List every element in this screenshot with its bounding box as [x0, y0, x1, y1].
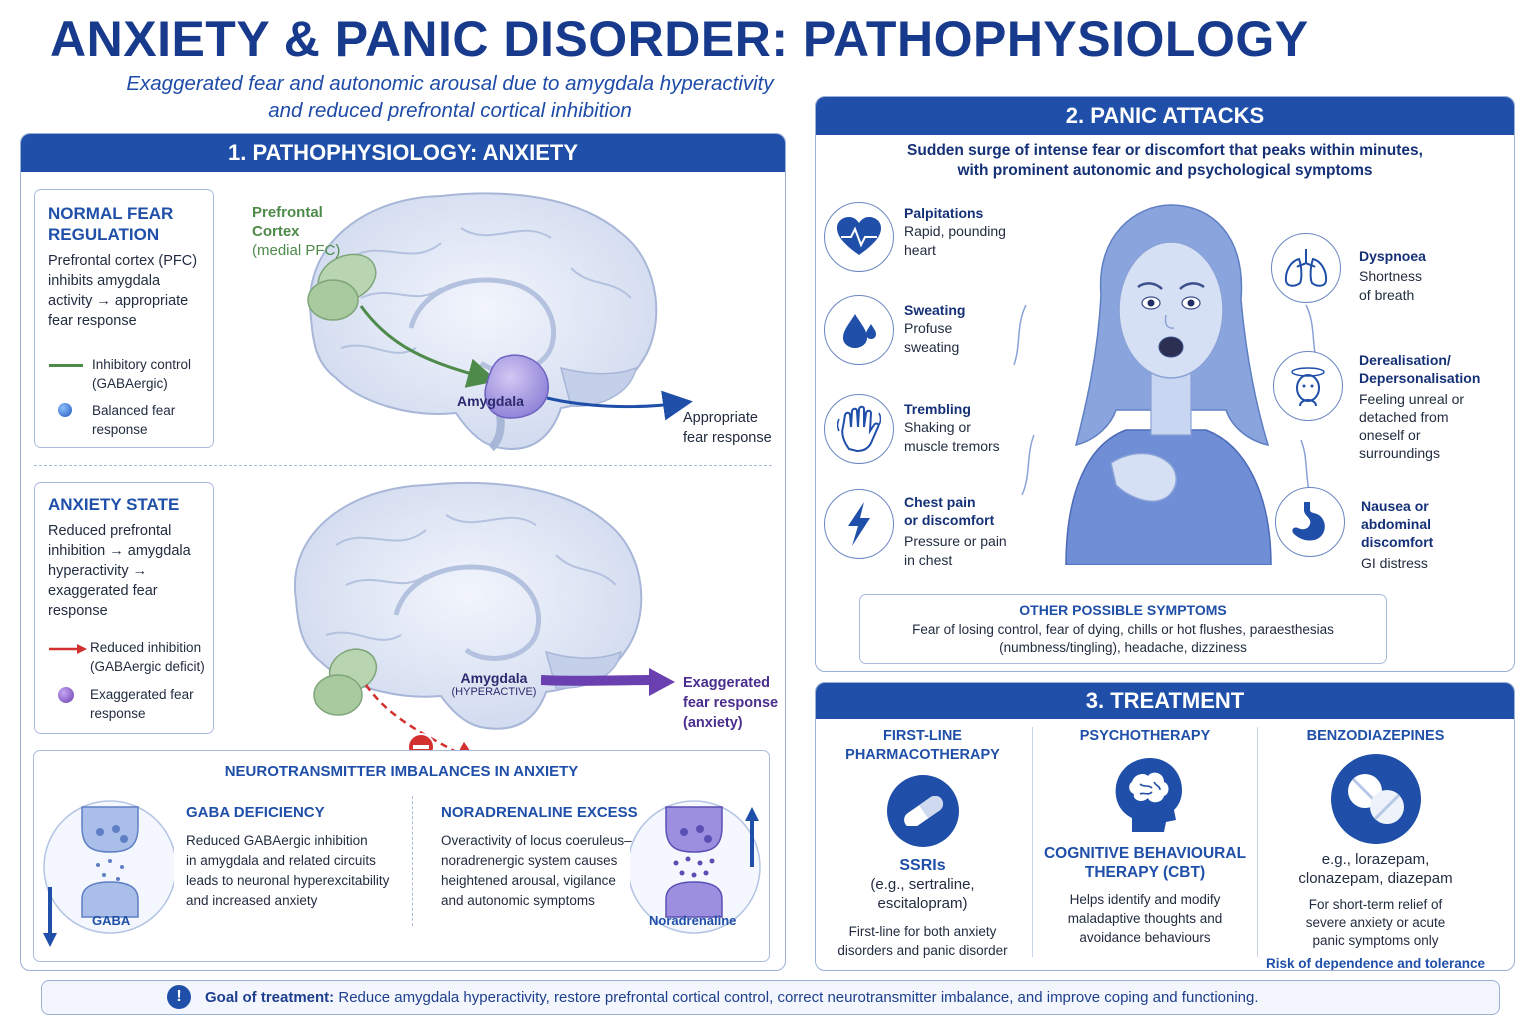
anxiety-state-title: ANXIETY STATE — [48, 495, 180, 514]
brain-1-shape — [308, 192, 658, 452]
panic-intro: Sudden surge of intense fear or discomfo… — [907, 142, 1423, 179]
head-brain-icon — [1102, 752, 1188, 838]
inhibitory-arrow — [359, 305, 498, 388]
exaggerated-output-arrow — [541, 668, 675, 696]
reduced-inhibition-arrow — [364, 684, 480, 750]
head-dizzy-icon — [1273, 351, 1343, 421]
normal-brain-diagram — [307, 192, 693, 452]
pfc-shape-2 — [313, 648, 378, 716]
output-arrow-1 — [546, 390, 693, 421]
reduced-inhibition-arrow-icon — [49, 644, 87, 654]
droplet-icon — [824, 295, 894, 365]
exaggerated-response-label: Exaggerated fear response (anxiety) — [683, 675, 779, 731]
anxiety-state-box: ANXIETY STATE Reduced prefrontal inhibit… — [34, 482, 214, 734]
appropriate-response-label: Appropriate fear response — [683, 410, 772, 446]
amygdala-label-1: Amygdala — [457, 393, 524, 409]
shirt-shape — [1065, 429, 1272, 565]
trembling-hand-icon — [824, 394, 894, 464]
gaba-synapse-icon — [43, 800, 174, 947]
face-shape — [1118, 241, 1224, 379]
stomach-icon — [1275, 487, 1345, 557]
section-2-header: 2. PANIC ATTACKS — [816, 97, 1514, 135]
risk-note: Risk of dependence and tolerance — [1265, 956, 1486, 971]
heart-icon — [824, 202, 894, 272]
anxiety-state-desc: Reduced prefrontal inhibition → amygdala… — [48, 523, 191, 619]
balanced-dot-icon — [58, 403, 72, 417]
neurotransmitter-title: NEUROTRANSMITTER IMBALANCES IN ANXIETY — [224, 763, 579, 780]
capsule-icon — [886, 775, 959, 847]
section-panic-attacks: 2. PANIC ATTACKS Sudden surge of intense… — [815, 96, 1515, 672]
page-title: ANXIETY & PANIC DISORDER: PATHOPHYSIOLOG… — [50, 11, 1309, 67]
anxiety-brain-diagram — [293, 481, 643, 750]
neuro-divider — [412, 796, 413, 926]
legend-reduced-inhibition: Reduced inhibition (GABAergic deficit) — [90, 640, 205, 674]
treatment-divider-2 — [1257, 727, 1258, 957]
legend-exaggerated: Exaggerated fear response — [90, 687, 194, 721]
section-divider — [34, 465, 772, 466]
noradrenaline-excess-title: NORADRENALINE EXCESS — [441, 804, 638, 821]
panic-woman-illustration — [1013, 204, 1319, 565]
pfc-shape-1 — [307, 253, 377, 321]
amygdala-shape-1 — [484, 354, 549, 419]
gaba-deficiency-desc: Reduced GABAergic inhibition in amygdala… — [186, 833, 390, 908]
other-symptoms-title: OTHER POSSIBLE SYMPTOMS — [1019, 602, 1227, 618]
section-treatment: 3. TREATMENT FIRST-LINE PHARMACOTHERAPY … — [815, 682, 1515, 971]
noradrenaline-excess-desc: Overactivity of locus coeruleus– noradre… — [441, 833, 632, 908]
inhibition-blocked-icon — [407, 733, 435, 750]
other-symptoms-box: OTHER POSSIBLE SYMPTOMS Fear of losing c… — [859, 594, 1387, 664]
treatment-benzodiazepines: BENZODIAZEPINES e.g., lorazepam, clonaze… — [1259, 727, 1492, 971]
amygdala-label-2: Amygdala (HYPERACTIVE) — [451, 670, 537, 698]
treatment-cbt: PSYCHOTHERAPY COGNITIVE BEHAVIOURAL THER… — [1043, 728, 1247, 945]
other-symptoms-desc: Fear of losing control, fear of dying, c… — [912, 622, 1334, 655]
normal-fear-box: NORMAL FEAR REGULATION Prefrontal cortex… — [34, 189, 214, 448]
exaggerated-dot-icon — [58, 687, 74, 703]
lightning-icon — [824, 489, 894, 559]
section-anxiety-pathophysiology: 1. PATHOPHYSIOLOGY: ANXIETY NORMAL FEAR … — [20, 133, 786, 971]
normal-fear-title: NORMAL FEAR REGULATION — [48, 204, 174, 244]
noradrenaline-synapse-icon — [630, 800, 761, 934]
info-icon: ! — [167, 985, 191, 1009]
treatment-divider-1 — [1032, 727, 1033, 957]
goal-of-treatment-bar: ! Goal of treatment: Reduce amygdala hyp… — [41, 980, 1500, 1015]
pfc-label-1: Prefrontal Cortex (medial PFC) — [252, 204, 341, 259]
treatment-ssri: FIRST-LINE PHARMACOTHERAPY SSRIs (e.g., … — [837, 728, 1008, 958]
legend-balanced: Balanced fear response — [92, 403, 176, 437]
hand-on-chest — [1110, 452, 1177, 502]
neurotransmitter-box: NEUROTRANSMITTER IMBALANCES IN ANXIETY G… — [33, 750, 770, 962]
lungs-icon — [1271, 233, 1341, 303]
goal-text: Goal of treatment: Reduce amygdala hyper… — [205, 989, 1259, 1006]
gaba-label: GABA — [92, 913, 131, 928]
legend-inhibitory: Inhibitory control (GABAergic) — [92, 357, 192, 391]
gaba-deficiency-title: GABA DEFICIENCY — [186, 804, 325, 821]
section-3-header: 3. TREATMENT — [816, 683, 1514, 719]
brain-2-shape — [293, 481, 643, 730]
section-1-header: 1. PATHOPHYSIOLOGY: ANXIETY — [21, 134, 785, 172]
page-subtitle: Exaggerated fear and autonomic arousal d… — [126, 72, 774, 122]
tablets-icon — [1330, 754, 1421, 844]
normal-fear-desc: Prefrontal cortex (PFC) inhibits amygdal… — [48, 253, 198, 329]
inhibitory-line-icon — [49, 364, 83, 367]
noradrenaline-label: Noradrenaline — [649, 913, 737, 928]
